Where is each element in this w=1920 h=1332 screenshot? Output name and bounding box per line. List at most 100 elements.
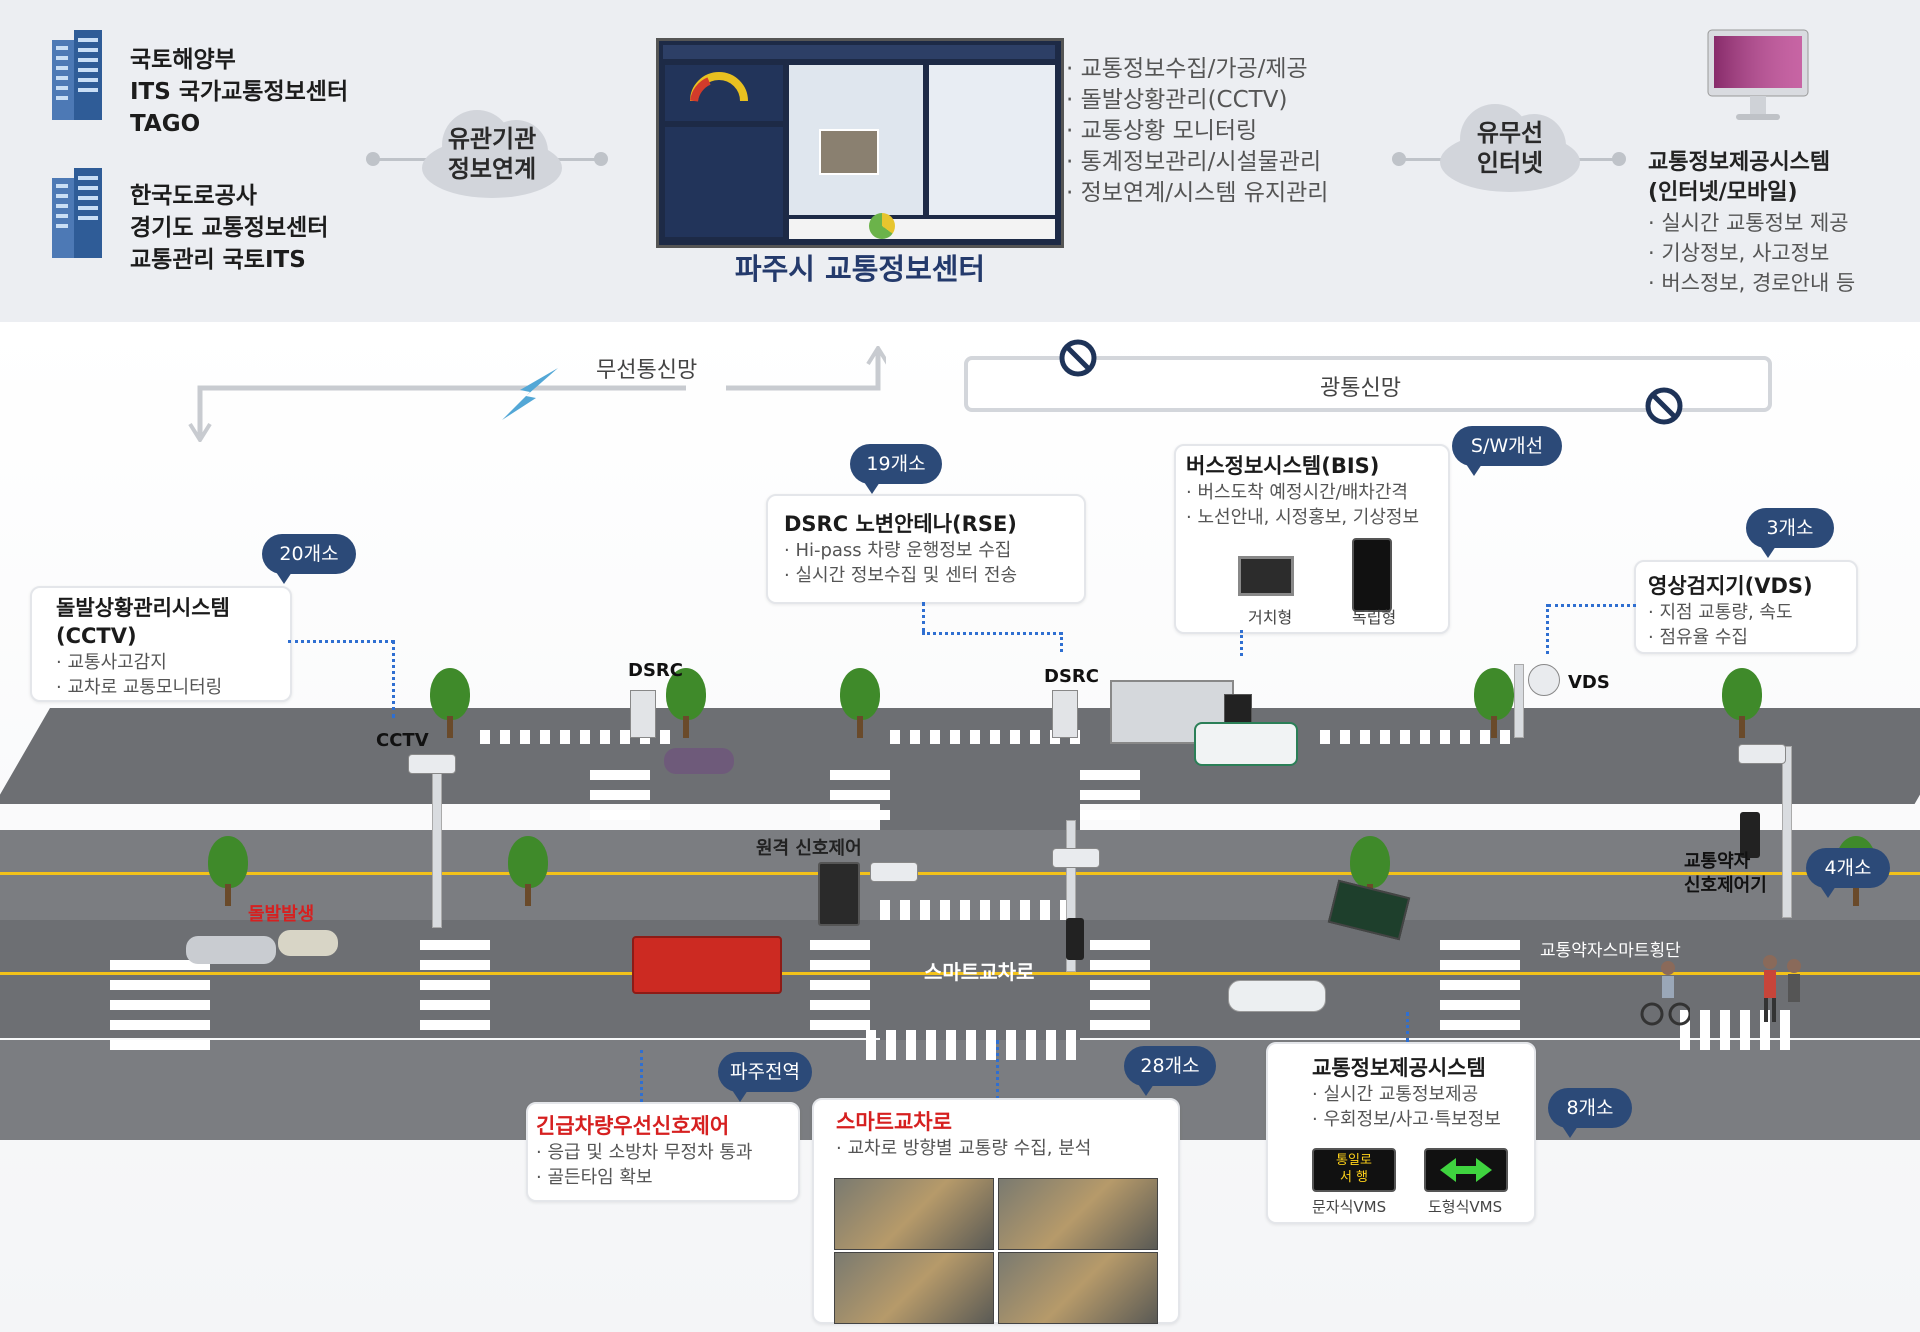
vds-pole [1514,664,1524,738]
card-item: · 버스도착 예정시간/배차간격 [1186,482,1408,503]
connector-dotted [288,640,394,643]
cloud-label: 인터넷 [1476,149,1544,177]
bis-wall-display-icon [1238,556,1294,596]
card-item: · 우회정보/사고·특보정보 [1312,1109,1501,1130]
wireless-network-label: 무선통신망 [596,358,698,383]
connector-dot [594,152,608,166]
text-vms-icon: 통일로 서 행 [1312,1148,1396,1192]
center-line [0,972,1920,975]
pedestrian-icon [1763,955,1801,1022]
label-line: 신호제어기 [1684,875,1767,896]
cctv-label: CCTV [376,730,429,751]
crosswalk [890,730,1080,744]
agency-name: ITS 국가교통정보센터 [130,79,349,105]
crosswalk [420,930,490,1030]
card-item: · 실시간 교통정보제공 [1312,1084,1479,1105]
vms-count-badge: 8개소 [1548,1088,1632,1138]
connector-dotted [1546,604,1549,654]
monitor-header [663,45,1055,59]
pie-icon [869,213,895,239]
card-subtitle: (CCTV) [56,624,137,648]
agency-name: 국토해양부 [130,47,236,73]
bus-stop-shelter [1110,680,1234,744]
intersection-camera-thumbnail [834,1252,994,1324]
center-function-list: · 교통정보수집/가공/제공 · 돌발상황관리(CCTV) · 교통상황 모니터… [1066,54,1328,209]
crosswalk [1080,760,1140,820]
monitor-panel [665,127,783,237]
vms-sign-text: 서 행 [1339,1170,1369,1185]
crosswalk [1090,930,1150,1030]
connector-dotted [1060,632,1063,652]
provider-block: 교통정보제공시스템 (인터넷/모바일) · 실시간 교통정보 제공 · 기상정보… [1648,148,1855,298]
connector-dotted [392,640,395,718]
tree-icon [208,836,248,906]
connector-dotted [996,1040,999,1100]
monitor-footer [789,219,1055,239]
smart-count-badge: 28개소 [1124,1046,1216,1096]
dome-camera-icon [1528,664,1560,696]
smart-intersection-card: 스마트교차로 · 교차로 방향별 교통량 수집, 분석 [812,1098,1180,1324]
list-item: · 실시간 교통정보 제공 [1648,211,1849,235]
center-monitor [656,38,1064,248]
list-item: · 정보연계/시스템 유지관리 [1066,180,1329,206]
bis-sublabel: 독립형 [1352,608,1397,627]
vds-card: 영상검지기(VDS) · 지점 교통량, 속도 · 점유율 수집 [1634,560,1858,654]
smart-intersection-label: 스마트교차로 [924,960,1035,984]
card-title: 돌발상황관리시스템 [56,596,230,620]
car-icon [664,748,734,774]
vds-label: VDS [1568,672,1610,693]
emergency-badge: 파주전역 [718,1052,812,1102]
cctv-pole [432,756,442,928]
fiber-node-icon [1059,339,1097,377]
vds-camera-icon [1738,744,1786,764]
card-item: · 교차로 방향별 교통량 수집, 분석 [836,1138,1092,1159]
vulnerable-crossing-label: 교통약자스마트횡단 [1540,941,1681,961]
card-title: 영상검지기(VDS) [1648,574,1813,598]
remote-signal-label: 원격 신호제어 [756,838,862,859]
bis-badge: S/W개선 [1452,426,1562,476]
agency-name: 교통관리 국토ITS [130,247,306,273]
emergency-card: 긴급차량우선신호제어 · 응급 및 소방차 무정차 통과 · 골든타임 확보 [526,1102,800,1202]
card-title: 긴급차량우선신호제어 [536,1114,730,1138]
connector-dotted [922,602,925,632]
monitor-cctv-thumbnail [819,129,879,175]
card-item: · 응급 및 소방차 무정차 통과 [536,1142,753,1163]
vms-sublabel: 도형식VMS [1428,1198,1503,1216]
connector-dot [366,152,380,166]
crosswalk [1680,1010,1800,1050]
car-icon [278,930,338,956]
card-item: · 교차로 교통모니터링 [56,677,223,698]
cloud-label: 유관기관 [447,125,537,153]
agency-name: 경기도 교통정보센터 [130,215,329,241]
connector-dotted [1548,604,1636,607]
intersection-camera-thumbnail [998,1252,1158,1324]
crosswalk [1440,930,1520,1030]
dsrc-count-badge: 19개소 [850,444,942,494]
traffic-light-icon [1740,812,1760,858]
monitor-table [929,65,1055,215]
agency-list-1: 국토해양부 ITS 국가교통정보센터 TAGO [130,44,348,140]
card-title: 스마트교차로 [836,1110,952,1134]
list-item: · 통계정보관리/시설물관리 [1066,149,1322,175]
label-line: 교통약자 [1684,851,1751,872]
list-item: · 교통정보수집/가공/제공 [1066,56,1308,82]
vms-card: 교통정보제공시스템 · 실시간 교통정보제공 · 우회정보/사고·특보정보 통일… [1266,1042,1536,1224]
center-title: 파주시 교통정보센터 [734,252,986,286]
crosswalk [880,900,1080,920]
list-item: · 교통상황 모니터링 [1066,118,1258,144]
connector-dot [1612,152,1626,166]
tree-icon [840,668,880,738]
tree-icon [430,668,470,738]
building-icon [52,30,102,120]
car-icon [1228,980,1326,1012]
connector-dotted [1406,1012,1409,1042]
connector-dotted [922,632,1062,635]
cctv-camera-icon [408,754,456,774]
connector-dot [1392,152,1406,166]
card-item: · 실시간 정보수집 및 센터 전송 [784,565,1018,586]
connector-dotted [640,1050,643,1102]
vds-count-badge: 3개소 [1746,508,1834,558]
cctv-card: 돌발상황관리시스템 (CCTV) · 교통사고감지 · 교차로 교통모니터링 [30,586,292,702]
tree-icon [1722,668,1762,738]
